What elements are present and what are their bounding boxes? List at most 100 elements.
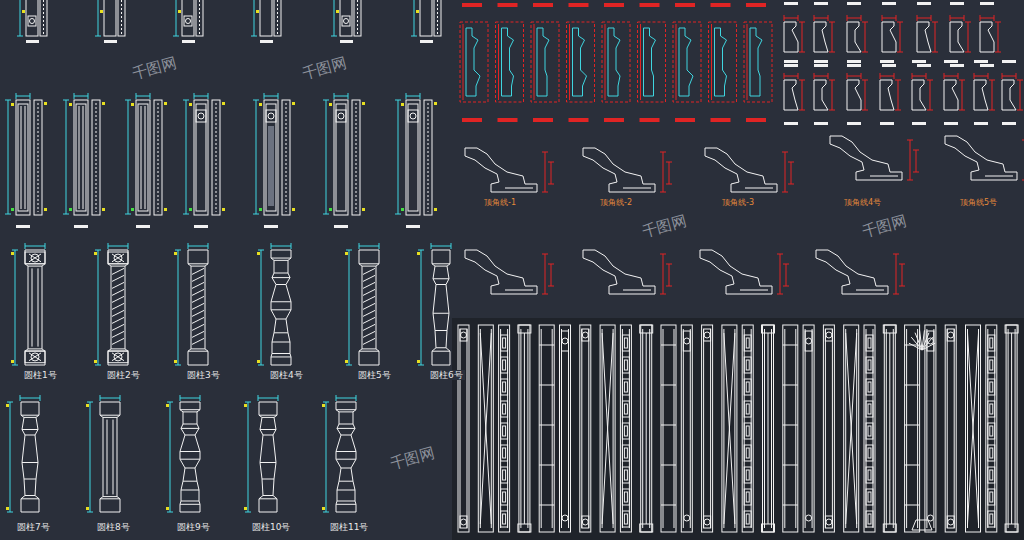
cad-rect <box>562 331 569 351</box>
cad-line <box>276 284 286 285</box>
cad-line <box>188 351 208 352</box>
cad-line <box>271 243 272 249</box>
cad-line <box>783 465 798 466</box>
rosette <box>582 519 588 525</box>
cad-rect <box>823 325 834 532</box>
cad-rect <box>6 507 9 510</box>
cad-rect <box>711 118 731 122</box>
cad-line <box>734 329 735 528</box>
dark-panel <box>452 318 1024 540</box>
cad-rect <box>624 404 627 414</box>
cad-rect <box>503 448 506 458</box>
cad-line <box>414 0 415 36</box>
cad-rect <box>744 335 751 351</box>
cad-rect <box>260 40 273 43</box>
cad-rect <box>681 325 692 532</box>
cad-rect <box>189 103 192 106</box>
cad-line <box>669 264 670 286</box>
cad-line <box>21 498 39 499</box>
cad-rect <box>683 331 690 351</box>
cad-line <box>348 93 349 99</box>
cad-line <box>922 343 935 350</box>
cad-line <box>175 250 181 251</box>
cad-line <box>337 490 355 491</box>
cad-rect <box>762 325 775 333</box>
cad-line <box>170 402 171 512</box>
cad-line <box>336 504 356 505</box>
cad-line <box>323 214 329 215</box>
cad-rect <box>640 524 653 532</box>
cad-line <box>899 264 905 265</box>
profile-outline <box>466 28 480 96</box>
cad-line <box>740 290 768 291</box>
cad-line <box>277 0 278 34</box>
cad-line <box>710 329 711 528</box>
cad-rect <box>282 100 290 215</box>
cad-line <box>112 268 124 274</box>
cad-line <box>660 192 666 193</box>
cad-rect <box>746 382 749 392</box>
cad-line <box>341 435 351 436</box>
cad-line <box>905 465 920 466</box>
cad-line <box>263 435 273 436</box>
cad-line <box>337 501 355 502</box>
cad-rect <box>501 401 508 417</box>
cad-line <box>259 415 277 416</box>
cad-line <box>548 184 554 185</box>
cad-line <box>185 435 195 436</box>
cad-line <box>703 329 704 528</box>
cad-line <box>254 0 255 36</box>
cad-line <box>274 332 288 333</box>
cad-line <box>764 329 765 528</box>
cad-rect <box>882 64 896 67</box>
cad-line <box>994 15 995 21</box>
cad-line <box>363 303 375 309</box>
cad-line <box>1008 329 1009 528</box>
cad-line <box>845 329 846 528</box>
cad-line <box>125 214 131 215</box>
cad-rect <box>624 382 627 392</box>
cad-line <box>588 329 589 528</box>
cad-rect <box>990 360 993 370</box>
cad-line <box>8 100 9 214</box>
cad-line <box>181 501 199 502</box>
cad-rect <box>744 423 751 439</box>
cad-rect <box>434 0 441 36</box>
profile-outline <box>750 28 762 96</box>
cad-rect <box>988 335 995 351</box>
cad-line <box>568 329 569 528</box>
cad-line <box>467 329 468 528</box>
cad-rect <box>990 382 993 392</box>
cad-line <box>253 214 259 215</box>
cad-line <box>128 243 129 249</box>
cad-line <box>581 329 582 528</box>
cad-line <box>259 498 277 499</box>
cad-rect <box>138 104 148 211</box>
cad-line <box>98 0 99 36</box>
cad-line <box>967 329 968 528</box>
cad-line <box>968 333 979 524</box>
cad-rect <box>762 524 775 532</box>
cad-line <box>905 385 920 386</box>
cad-line <box>25 246 45 247</box>
profile-outline <box>816 250 888 294</box>
cad-line <box>291 243 292 249</box>
cad-line <box>258 395 259 401</box>
cad-rect <box>503 470 506 480</box>
profile-outline <box>847 22 861 52</box>
cad-rect <box>622 511 629 527</box>
cad-line <box>660 294 666 295</box>
cad-rect <box>131 208 134 211</box>
cad-rect <box>154 100 162 215</box>
cad-rect <box>784 60 798 63</box>
cad-line <box>988 73 989 79</box>
cad-line <box>666 162 672 163</box>
profile-outline <box>108 250 128 365</box>
cad-line <box>663 329 664 528</box>
cad-line <box>271 246 291 247</box>
cad-rect <box>533 3 553 7</box>
cad-rect <box>539 325 554 532</box>
cad-line <box>32 268 33 346</box>
cad-rect <box>641 325 652 532</box>
cad-rect <box>531 22 559 102</box>
